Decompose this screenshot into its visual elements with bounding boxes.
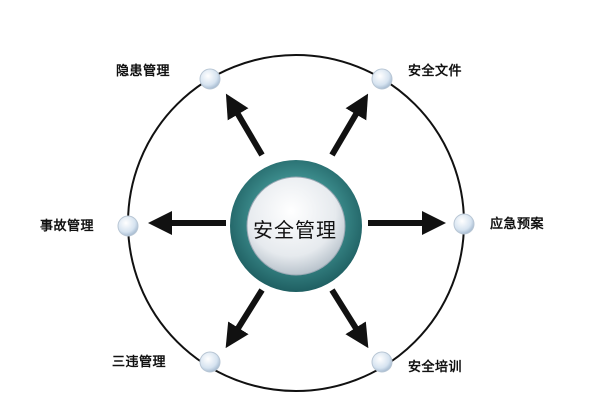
node-label-violations: 三违管理 (112, 355, 167, 370)
arrow-hazard (225, 93, 265, 157)
center-core (246, 176, 346, 276)
arrows (148, 93, 446, 349)
arrow-violations (225, 288, 265, 349)
node-dot-documents (371, 68, 393, 90)
node-label-accident: 事故管理 (40, 219, 95, 234)
node-label-emergency: 应急预案 (490, 217, 545, 232)
node-dot-training (371, 351, 393, 373)
arrow-training (329, 288, 369, 349)
node-dot-hazard (199, 68, 221, 90)
center-label: 安全管理 (253, 218, 337, 242)
arrow-documents (329, 93, 369, 157)
node-dot-accident (117, 215, 139, 237)
node-label-documents: 安全文件 (408, 64, 463, 79)
node-dot-emergency (453, 213, 475, 235)
node-dot-violations (199, 351, 221, 373)
node-label-training: 安全培训 (408, 360, 463, 375)
node-label-hazard: 隐患管理 (116, 64, 171, 79)
